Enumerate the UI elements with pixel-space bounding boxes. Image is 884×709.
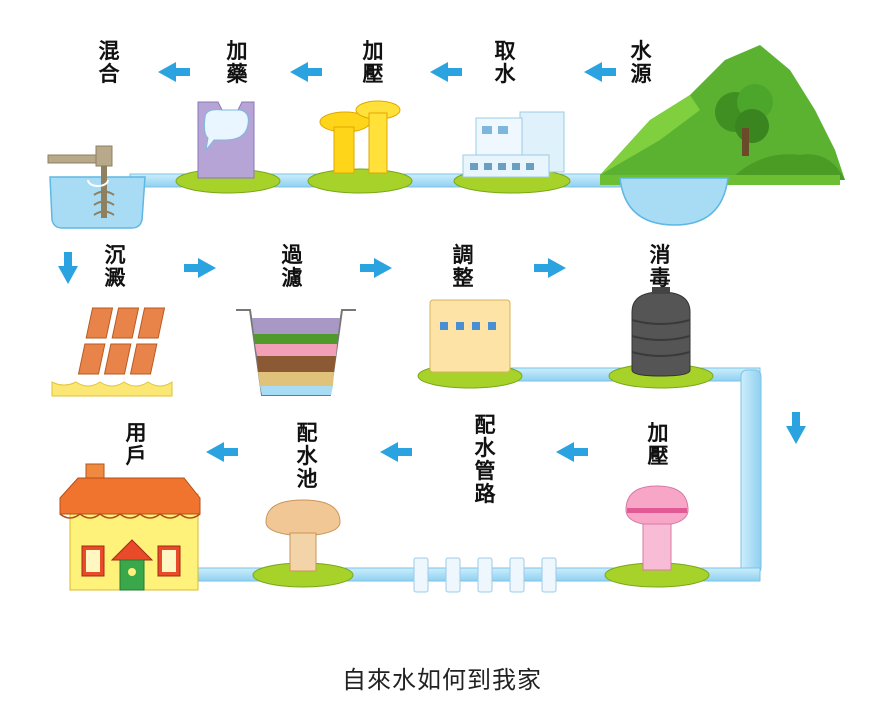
source-pond <box>619 177 729 226</box>
diagram-caption: 自來水如何到我家 <box>342 666 542 694</box>
arrow-left-3 <box>290 62 322 82</box>
label-pressurize-2: 加壓 <box>647 421 669 468</box>
arrow-right-3 <box>534 258 566 278</box>
mountain-icon <box>600 45 845 185</box>
label-reservoir: 配水池 <box>296 421 318 491</box>
mixing-tank-icon <box>47 145 146 229</box>
label-add-chemicals: 加藥 <box>226 39 248 86</box>
arrow-down-right <box>786 412 806 444</box>
pressure-tower-pink-icon <box>625 485 689 571</box>
chemical-tank-icon <box>197 101 255 179</box>
label-distribution-pipe: 配水管路 <box>474 413 496 506</box>
arrow-left-6 <box>380 442 412 462</box>
label-water-source: 水源 <box>630 39 652 86</box>
disinfection-tank-icon <box>631 287 691 377</box>
label-intake: 取水 <box>494 39 516 86</box>
arrow-right-2 <box>360 258 392 278</box>
adjustment-building-icon <box>429 299 511 373</box>
filtration-tank-icon <box>236 309 356 396</box>
label-pressurize-1: 加壓 <box>362 39 384 86</box>
label-sedimentation: 沉澱 <box>104 243 126 290</box>
label-filtration: 過濾 <box>281 243 303 290</box>
label-disinfection: 消毒 <box>649 243 671 290</box>
arrow-left-1 <box>584 62 616 82</box>
intake-building-icon <box>462 111 565 178</box>
grass-pad-pressurize-1 <box>307 168 413 194</box>
house-icon <box>59 463 201 591</box>
arrow-down-left <box>58 252 78 284</box>
arrow-right-1 <box>184 258 216 278</box>
pipe-right-vertical <box>740 369 762 575</box>
label-household: 用戶 <box>125 421 147 468</box>
arrow-left-5 <box>556 442 588 462</box>
arrow-left-4 <box>158 62 190 82</box>
sedimentation-tank-icon <box>51 307 173 397</box>
pressure-tower-yellow-icon <box>319 100 401 174</box>
label-adjustment: 調整 <box>452 243 474 290</box>
pipe-valves-icon <box>413 557 557 593</box>
arrow-left-2 <box>430 62 462 82</box>
label-mixing: 混合 <box>98 39 120 86</box>
arrow-left-7 <box>206 442 238 462</box>
reservoir-tower-icon <box>265 499 341 572</box>
